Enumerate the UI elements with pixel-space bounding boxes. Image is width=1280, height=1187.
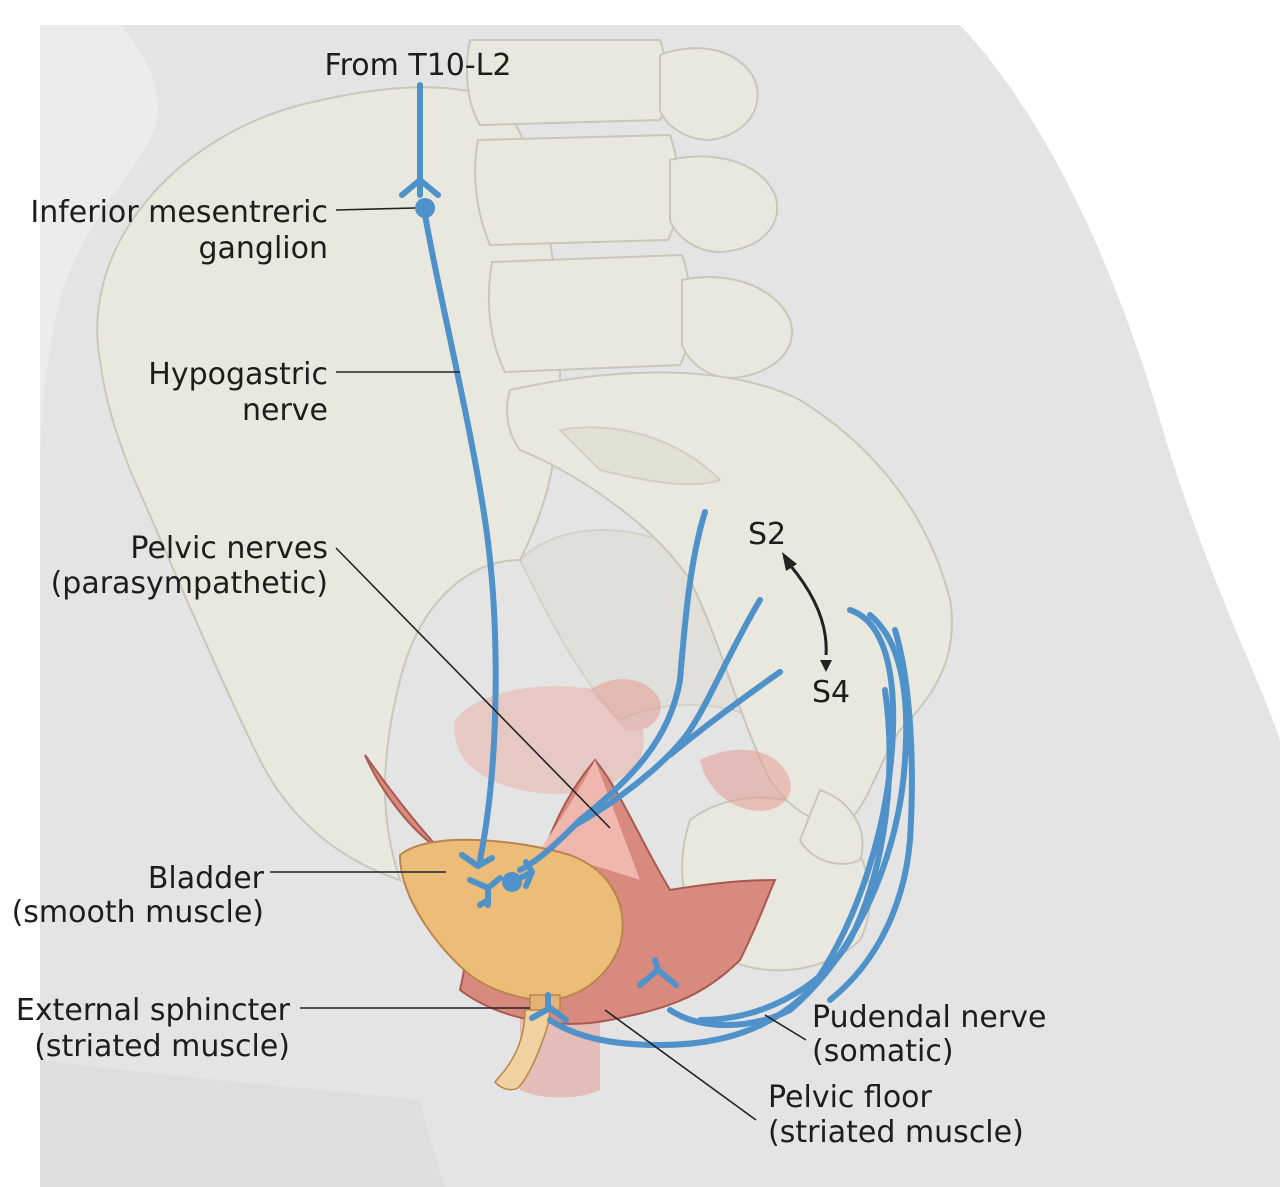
labels: From T10-L2 Inferior mesentreric ganglio… — [12, 48, 1047, 1150]
label-bladder-2: (smooth muscle) — [12, 895, 264, 930]
label-inferior-mesenteric-2: ganglion — [198, 231, 328, 266]
label-bladder-1: Bladder — [148, 861, 265, 896]
label-pudendal-1: Pudendal nerve — [812, 1000, 1046, 1035]
pelvic-nerve-1 — [517, 509, 708, 873]
pelvic-nerve-2 — [572, 597, 763, 828]
label-s4: S4 — [812, 675, 850, 710]
bladder — [398, 838, 624, 1091]
sacrum — [506, 371, 953, 865]
label-pudendal-2: (somatic) — [812, 1034, 954, 1069]
label-s2: S2 — [748, 517, 786, 552]
label-pelvic-nerves-1: Pelvic nerves — [130, 531, 328, 566]
pelvic-ganglion-node — [502, 872, 522, 892]
bladder-terminals — [467, 859, 535, 908]
pelvic-floor-terminal — [637, 957, 679, 988]
label-pelvic-nerves-2: (parasympathetic) — [51, 566, 328, 601]
pelvic-nerve-3 — [667, 669, 783, 758]
label-pelvic-floor-2: (striated muscle) — [768, 1115, 1024, 1150]
pudendal-nerve-3 — [697, 687, 893, 1023]
s2-s4-arrow — [782, 552, 832, 672]
hypogastric-terminal — [459, 852, 495, 869]
pudendal-nerve-2 — [667, 612, 910, 1028]
hypogastric-nerve — [422, 212, 499, 863]
pudendal-nerve-4 — [827, 627, 915, 1003]
label-inferior-mesenteric-1: Inferior mesentreric — [30, 195, 328, 230]
sphincter-terminal — [529, 992, 569, 1023]
leader-lines — [270, 207, 807, 1121]
label-external-sphincter-1: External sphincter — [16, 993, 291, 1028]
pudendal-nerve-1 — [547, 607, 897, 1048]
lumbar-spine — [466, 39, 793, 380]
label-from-t10-l2: From T10-L2 — [325, 48, 512, 83]
label-hypogastric-1: Hypogastric — [148, 357, 328, 392]
inferior-mesenteric-ganglion-node — [415, 198, 435, 218]
nerve-terminal-upper — [399, 177, 441, 198]
label-pelvic-floor-1: Pelvic floor — [768, 1080, 933, 1115]
label-hypogastric-2: nerve — [242, 393, 328, 428]
label-external-sphincter-2: (striated muscle) — [34, 1029, 290, 1064]
nerves — [399, 82, 915, 1048]
